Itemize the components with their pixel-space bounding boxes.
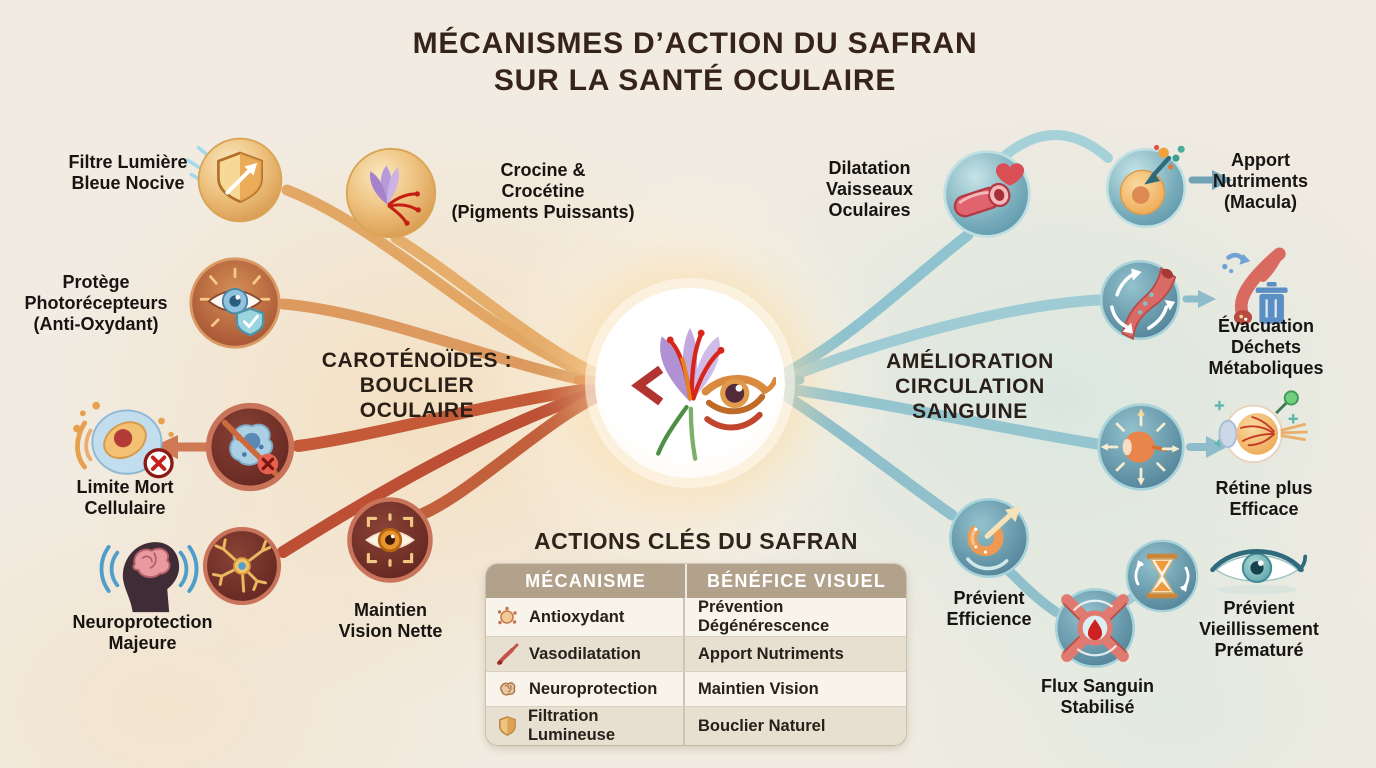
gauge-icon <box>948 497 1030 579</box>
mechanism-name: Antioxydant <box>529 607 625 626</box>
heading-carotenoides: CAROTÉNOÏDES : BOUCLIER OCULAIRE <box>321 349 513 422</box>
page-title: MÉCANISMES D’ACTION DU SAFRAN SUR LA SAN… <box>412 27 978 97</box>
label-photorecepteurs: Protège Photorécepteurs (Anti-Oxydant) <box>24 272 168 335</box>
vessel-waste-trash-icon <box>1222 247 1288 325</box>
vessel-cross-drop-icon <box>1054 587 1136 669</box>
key-actions-table: ACTIONS CLÉS DU SAFRAN MÉCANISME BÉNÉFIC… <box>486 528 906 745</box>
table-row: Antioxydant Prévention Dégénérescence <box>486 598 906 636</box>
blood-vessel-heart-icon <box>943 150 1031 238</box>
table-row: Filtration Lumineuse Bouclier Naturel <box>486 706 906 745</box>
label-neuroprotection: Neuroprotection Majeure <box>72 612 213 654</box>
vessel-icon <box>497 643 519 665</box>
label-limite-mort: Limite Mort Cellulaire <box>76 477 174 519</box>
mechanism-name: Vasodilatation <box>529 644 641 663</box>
saffron-flower-icon <box>345 147 437 239</box>
blue-eye-icon <box>1210 549 1308 595</box>
label-apport-nutriments: Apport Nutriments (Macula) <box>1212 150 1308 213</box>
hourglass-icon <box>1125 539 1199 613</box>
label-flux-sanguin: Flux Sanguin Stabilisé <box>1040 676 1154 718</box>
mechanism-name: Neuroprotection <box>529 679 658 698</box>
benefit-value: Apport Nutriments <box>698 644 844 663</box>
center-medallion <box>595 288 785 478</box>
label-retine: Rétine plus Efficace <box>1215 478 1313 520</box>
vessel-flow-icon <box>1099 259 1181 341</box>
cell-no-death-icon <box>205 402 295 492</box>
benefit-value: Prévention Dégénérescence <box>698 598 830 635</box>
label-evacuation: Évacuation Déchets Métaboliques <box>1208 316 1324 379</box>
column-header-benefice: BÉNÉFICE VISUEL <box>706 571 887 591</box>
table-header-row: MÉCANISME BÉNÉFICE VISUEL <box>486 564 906 598</box>
neuron-icon <box>202 526 282 606</box>
eye-arrows-icon <box>1097 403 1185 491</box>
brain-waves-icon <box>99 542 199 613</box>
label-filtre-lumiere: Filtre Lumière Bleue Nocive <box>68 152 188 194</box>
saffron-flower-eye-icon <box>631 327 776 461</box>
macula-nutrients-icon <box>1105 144 1187 229</box>
label-crocine: Crocine & Crocétine (Pigments Puissants) <box>451 160 635 223</box>
eye-focus-icon <box>347 497 433 583</box>
label-prev패ient-efficience: Prévient Efficience <box>946 588 1032 630</box>
heading-amelioration: AMÉLIORATION CIRCULATION SANGUINE <box>886 350 1054 423</box>
table-title: ACTIONS CLÉS DU SAFRAN <box>533 528 859 554</box>
cell-icon <box>73 401 174 479</box>
benefit-value: Maintien Vision <box>698 679 819 698</box>
brain-icon <box>500 682 516 696</box>
label-maintien-vision: Maintien Vision Nette <box>338 600 443 642</box>
column-header-mecanisme: MÉCANISME <box>486 564 687 598</box>
eye-shield-icon <box>189 257 281 349</box>
label-dilatation: Dilatation Vaisseaux Oculaires <box>825 158 914 221</box>
benefit-value: Bouclier Naturel <box>698 716 826 735</box>
shield-icon <box>499 716 516 736</box>
table-row: Neuroprotection Maintien Vision <box>486 671 906 706</box>
retina-eye-icon <box>1214 390 1308 464</box>
molecule-icon <box>497 606 517 625</box>
label-previent-vieillissement: Prévient Vieillissement Prématuré <box>1199 598 1319 661</box>
shield-light-filter-icon <box>186 137 283 223</box>
table-row: Vasodilatation Apport Nutriments <box>486 636 906 671</box>
mechanism-name: Filtration Lumineuse <box>527 707 616 744</box>
